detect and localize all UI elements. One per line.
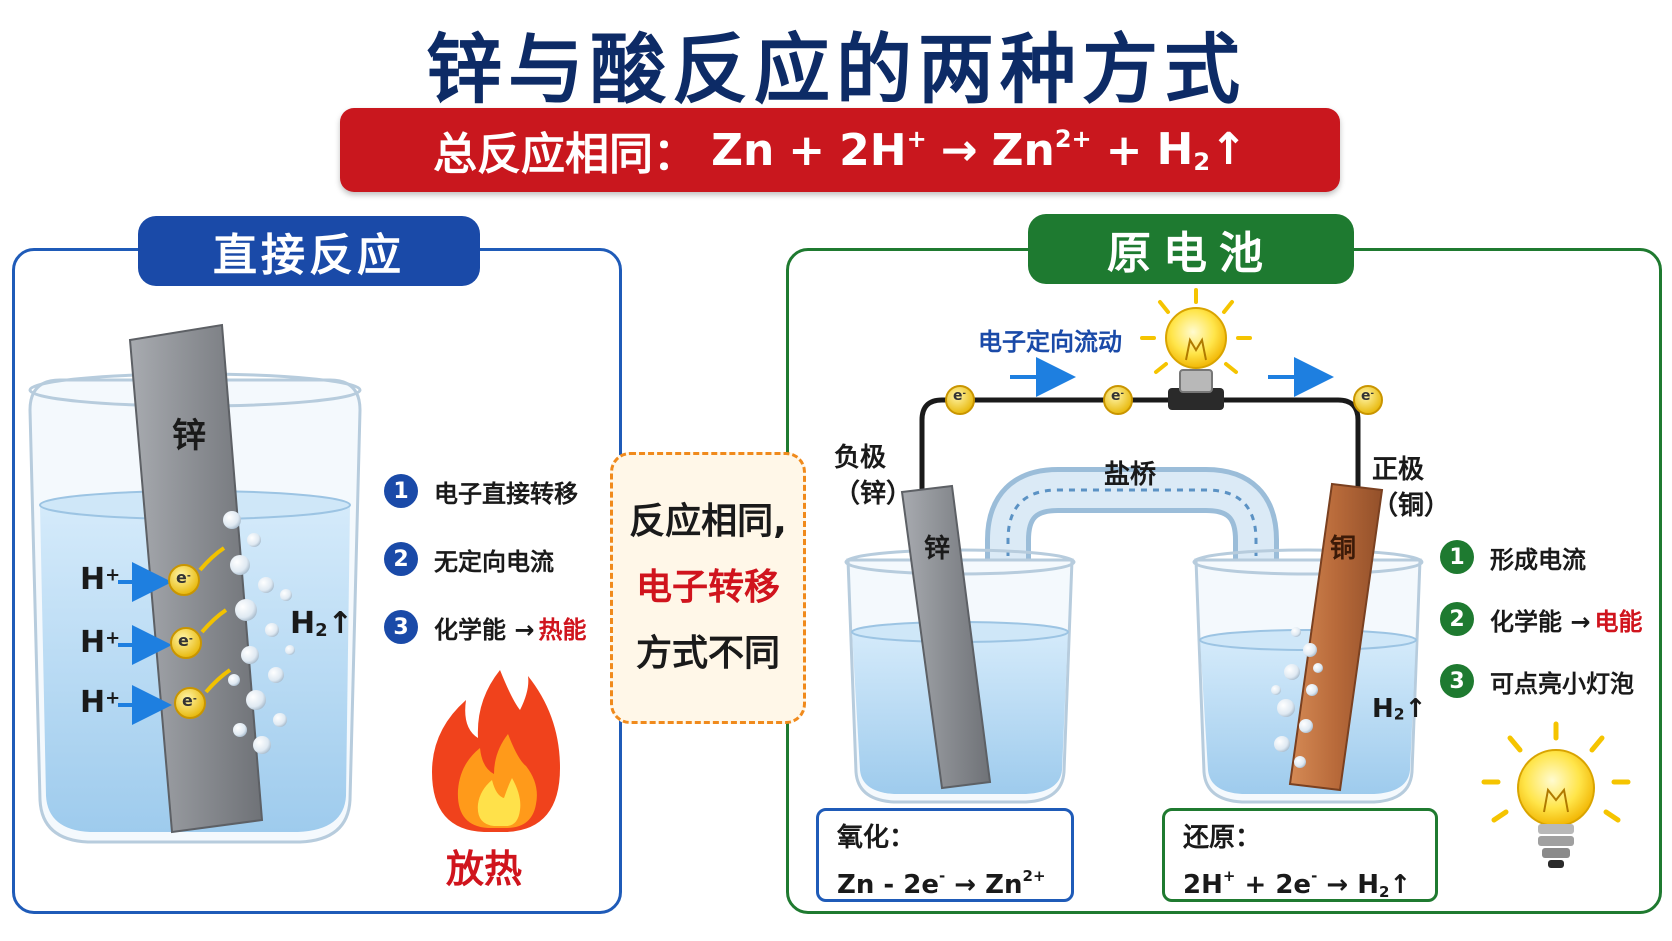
electron-label: e- [1361,388,1374,404]
hydrogen-gas-label: H2↑ [1372,694,1427,724]
light-bulb-icon [1481,721,1631,868]
comparison-callout: 反应相同, 电子转移 方式不同 [610,452,806,724]
salt-bridge [985,467,1279,703]
banner-plus: + [1105,124,1143,176]
list-item: 1 形成电流 [1440,540,1642,574]
banner-product-zn: Zn2+ [991,124,1092,176]
ion-arrows [118,562,172,725]
banner-prefix: 总反应相同： [433,129,698,180]
salt-bridge-label: 盐桥 [1104,460,1157,490]
energy-electric-label: 电能 [1594,607,1643,636]
banner-reactant-h: 2H+ [839,124,927,176]
direct-reaction-steps: 1 电子直接转移 2 无定向电流 3 化学能 → 热能 [384,474,586,678]
hydrogen-gas-label: H2↑ [290,606,353,642]
total-reaction-banner: 总反应相同： Zn + 2H+ → Zn2+ + H2↑ [340,108,1340,192]
step-number: 2 [384,542,418,576]
step-text: 电子直接转移 [434,479,578,508]
reduction-equation-box: 还原： 2H+ + 2e- → H2↑ [1162,808,1438,902]
negative-electrode-label: 负极 （锌） [834,443,913,509]
step-text: 可点亮小灯泡 [1490,669,1634,698]
copper-label: 铜 [1330,534,1357,564]
galvanic-cell-steps: 1 形成电流 2 化学能 → 电能 3 可点亮小灯泡 [1440,540,1642,726]
hydrogen-bubbles [223,511,295,754]
galvanic-cell-tab: 原电池 [1028,214,1354,284]
direct-reaction-tab: 直接反应 [138,216,480,286]
banner-arrow: → [940,124,978,176]
electron-label: e- [176,568,191,587]
callout-line: 反应相同, [629,501,787,542]
electron-flow-label: 电子定向流动 [978,328,1122,356]
step-number: 2 [1440,602,1474,636]
electron-label: e- [178,631,193,650]
oxidation-equation: Zn - 2e- → Zn2+ [837,867,1046,900]
reduction-equation: 2H+ + 2e- → H2↑ [1183,867,1412,901]
hydrogen-ion-label: H+ [80,685,121,720]
step-text: 化学能 → [434,615,535,644]
step-text: 化学能 → [1490,607,1591,636]
oxidation-title: 氧化： [837,823,916,853]
banner-product-h2: H2↑ [1156,124,1247,176]
list-item: 2 无定向电流 [384,542,586,576]
list-item: 1 电子直接转移 [384,474,586,508]
electron-icon [945,385,1383,415]
reduction-title: 还原： [1183,823,1262,853]
positive-electrode-label: 正极 （铜） [1372,455,1451,521]
energy-heat-label: 热能 [538,615,587,644]
electron-label: e- [182,691,197,710]
heat-release-label: 放热 [446,847,523,891]
callout-line: 方式不同 [635,633,780,674]
banner-reactant-zn: Zn [711,124,775,176]
light-bulb-icon [1140,288,1252,410]
copper-electrode [1288,482,1384,792]
zinc-label: 锌 [172,416,206,456]
electron-label: e- [1111,388,1124,404]
list-item: 2 化学能 → 电能 [1440,602,1642,636]
step-text: 形成电流 [1490,545,1586,574]
step-number: 1 [1440,540,1474,574]
page-title: 锌与酸反应的两种方式 [426,25,1246,114]
zinc-label: 锌 [924,534,951,564]
step-number: 3 [384,610,418,644]
hydrogen-ion-label: H+ [80,562,121,597]
step-number: 3 [1440,664,1474,698]
step-text: 无定向电流 [434,547,554,576]
step-number: 1 [384,474,418,508]
list-item: 3 化学能 → 热能 [384,610,586,644]
external-wire [919,397,1361,500]
zinc-electrode [900,484,992,790]
list-item: 3 可点亮小灯泡 [1440,664,1642,698]
flame-icon [432,670,560,832]
oxidation-equation-box: 氧化： Zn - 2e- → Zn2+ [816,808,1074,902]
electron-label: e- [953,388,966,404]
banner-plus: + [788,124,826,176]
hydrogen-bubbles [1271,627,1323,768]
electron-icon [168,546,232,719]
hydrogen-ion-label: H+ [80,625,121,660]
callout-line: 电子转移 [635,567,780,608]
